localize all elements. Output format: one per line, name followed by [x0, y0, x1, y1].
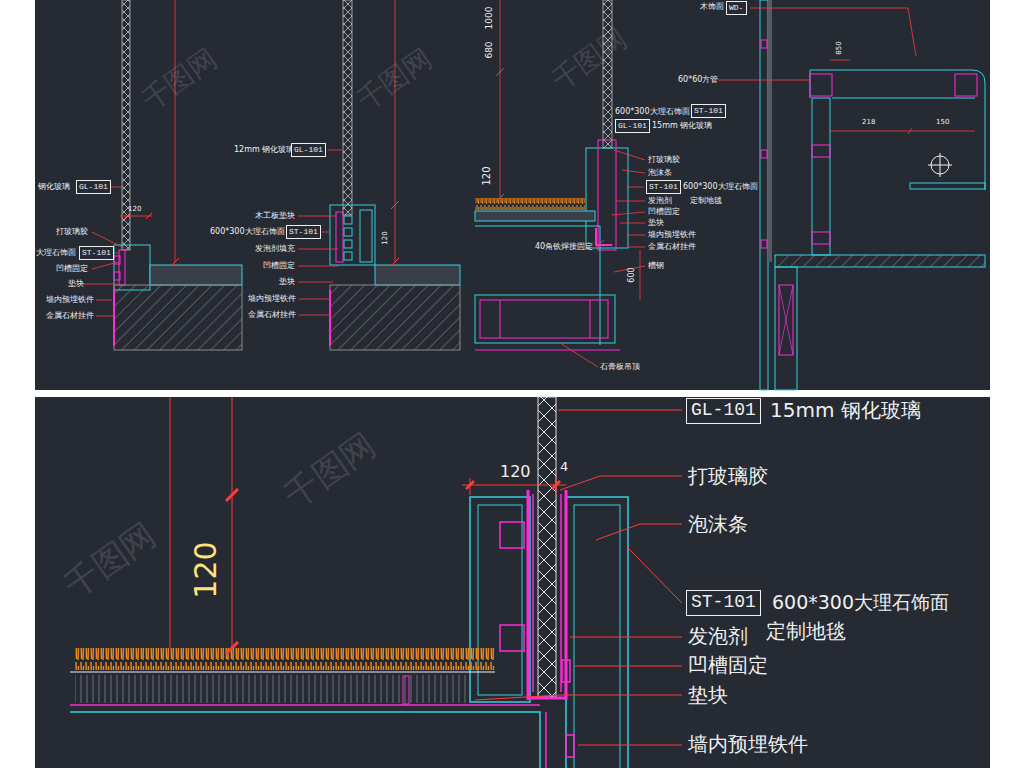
dimension-label: 850 — [836, 41, 844, 54]
material-code-tag: GL-101 — [291, 143, 326, 157]
annotation-label: 槽钢 — [648, 262, 664, 271]
material-code: ST-101 — [691, 592, 756, 614]
annotation-label: 垫块 — [68, 280, 84, 289]
dimension-label: 120 — [128, 206, 141, 214]
annotation-label: 600*300大理石饰面 — [210, 228, 285, 237]
annotation-label: 钢化玻璃 — [38, 183, 70, 192]
material-code-tag: GL-101 — [686, 398, 761, 424]
annotation-label: 大理石饰面 — [36, 249, 76, 258]
annotation-label: 打玻璃胶 — [648, 156, 680, 165]
dimension-label: 218 — [862, 119, 875, 127]
annotation-label: 打玻璃胶 — [688, 465, 768, 487]
material-code: ST-101 — [289, 227, 318, 237]
annotation-label: 泡沫条 — [688, 513, 748, 535]
watermark: 千图网 — [278, 425, 383, 514]
material-code: WD- — [729, 3, 743, 13]
annotation-label: 垫块 — [648, 219, 664, 228]
annotation-label: 垫块 — [688, 684, 728, 706]
material-code: ST-101 — [649, 182, 678, 192]
watermark: 千图网 — [58, 515, 163, 604]
dimension-label: 680 — [485, 41, 495, 58]
watermark: 千图网 — [137, 43, 223, 116]
annotation-label: 定制地毯 — [690, 197, 722, 206]
material-code: GL-101 — [691, 400, 756, 422]
dimension-label: 600 — [628, 267, 637, 282]
annotation-label: 600*300大理石饰面 — [772, 592, 949, 613]
material-code-tag: GL-101 — [76, 180, 111, 194]
dimension-label: 1000 — [485, 7, 495, 30]
annotation-label: 金属石材挂件 — [46, 312, 94, 321]
annotation-label: 发泡剂填充 — [255, 245, 295, 254]
dimension-label: 120 — [481, 166, 492, 185]
material-code: ST-101 — [82, 248, 111, 258]
material-code: ST-101 — [694, 106, 723, 116]
dimension-label: 120 — [500, 463, 531, 481]
annotation-label: 金属石材挂件 — [248, 311, 296, 320]
annotation-label: 垫块 — [279, 278, 295, 287]
annotation-label: 12mm 钢化玻璃 — [234, 146, 294, 155]
material-code-tag: ST-101 — [646, 180, 681, 194]
annotation-label: 60*60方管 — [678, 76, 718, 85]
annotation-label: 墙内预埋铁件 — [648, 231, 696, 240]
dimension-label: 4 — [560, 460, 568, 474]
annotation-label: 石膏板吊顶 — [600, 363, 640, 372]
annotation-label: 600*300大理石饰面 — [683, 183, 758, 192]
annotation-label: 凹槽固定 — [56, 265, 88, 274]
annotation-label: 凹槽固定 — [648, 208, 680, 217]
annotation-label: 墙内预埋铁件 — [248, 295, 296, 304]
dimension-label: 150 — [936, 119, 949, 127]
material-code: GL-101 — [79, 182, 108, 192]
annotation-label: 凹槽固定 — [688, 654, 768, 676]
annotation-label: 泡沫条 — [648, 169, 672, 178]
watermark: 千图网 — [547, 23, 633, 96]
annotation-label: 木工板垫块 — [255, 212, 295, 221]
annotation-label: 600*300大理石饰面 — [615, 108, 690, 117]
annotation-label: 打玻璃胶 — [56, 228, 88, 237]
material-code-tag: GL-101 — [615, 119, 650, 133]
annotation-label: 墙内预埋铁件 — [688, 733, 808, 755]
annotation-label: 定制地毯 — [766, 620, 846, 642]
annotation-label: 40角铁焊接固定 — [535, 243, 593, 252]
annotation-label: 金属石材挂件 — [648, 243, 696, 252]
annotation-label: 凹槽固定 — [263, 262, 295, 271]
dimension-label: 120 — [382, 231, 390, 244]
annotation-label: 15mm 钢化玻璃 — [770, 399, 921, 421]
material-code-tag: WD- — [726, 1, 747, 15]
watermark: 千图网 — [352, 43, 438, 116]
material-code: GL-101 — [618, 121, 647, 131]
annotation-label: 木饰面 — [700, 3, 724, 12]
annotation-label: 发泡剂 — [648, 197, 672, 206]
material-code: GL-101 — [294, 145, 323, 155]
material-code-tag: ST-101 — [686, 590, 761, 616]
material-code-tag: ST-101 — [79, 246, 114, 260]
annotation-label: 发泡剂 — [688, 625, 748, 647]
annotation-label: 15mm 钢化玻璃 — [652, 122, 712, 131]
annotation-label: 墙内预埋铁件 — [46, 296, 94, 305]
material-code-tag: ST-101 — [286, 225, 321, 239]
dimension-label: 120 — [189, 541, 222, 598]
material-code-tag: ST-101 — [691, 104, 726, 118]
